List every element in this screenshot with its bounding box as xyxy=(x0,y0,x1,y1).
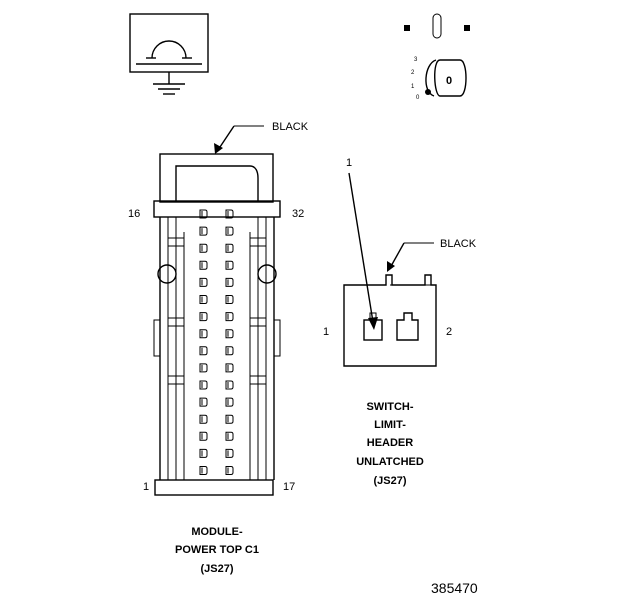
pin-cavity xyxy=(225,277,234,287)
pin-cavity xyxy=(225,431,234,441)
black-label-right: BLACK xyxy=(440,238,477,250)
pin-grid xyxy=(199,209,234,475)
pin-cavity xyxy=(225,209,234,219)
pin-cavity xyxy=(225,312,234,322)
ignition-pos-0: 0 xyxy=(416,95,420,101)
pin-cavity xyxy=(199,397,208,407)
module-caption-line3: (JS27) xyxy=(200,563,233,575)
pin-cavity xyxy=(199,260,208,270)
pin-1-label: 1 xyxy=(143,481,149,493)
pin-cavity xyxy=(199,226,208,236)
ignition-switch-icon: 3 2 1 0 0 xyxy=(404,13,470,101)
ignition-key-letter: 0 xyxy=(446,75,452,87)
pin-cavity xyxy=(199,312,208,322)
pin-cavity xyxy=(225,243,234,253)
module-caption-line1: MODULE- xyxy=(191,526,243,538)
switch-caption-line5: (JS27) xyxy=(373,475,406,487)
switch-pin-2-label: 2 xyxy=(446,326,452,338)
pin-cavity xyxy=(199,414,208,424)
pin-cavity xyxy=(199,363,208,373)
switch-caption-line3: HEADER xyxy=(367,437,414,449)
pin-cavity xyxy=(199,329,208,339)
pin-cavity xyxy=(225,295,234,304)
pin-17-label: 17 xyxy=(283,481,295,493)
switch-connector xyxy=(343,274,437,367)
pin-cavity xyxy=(225,414,234,424)
switch-pin-1-label: 1 xyxy=(323,326,329,338)
ignition-pos-3: 3 xyxy=(414,57,418,63)
switch-caption-line2: LIMIT- xyxy=(374,419,406,431)
pin-cavity xyxy=(199,277,208,287)
pin-cavity xyxy=(199,295,208,304)
callout-1-label: 1 xyxy=(346,157,352,169)
figure-id: 385470 xyxy=(431,580,478,596)
pin-cavity xyxy=(225,397,234,407)
ignition-pos-1: 1 xyxy=(411,84,415,90)
module-connector xyxy=(153,153,281,496)
pin-cavity xyxy=(225,260,234,270)
pin-cavity xyxy=(199,346,208,356)
pin-cavity xyxy=(199,466,208,475)
pin-cavity xyxy=(199,209,208,219)
pin-cavity xyxy=(225,380,234,390)
pin-16-label: 16 xyxy=(128,208,140,220)
black-label-top: BLACK xyxy=(272,121,309,133)
pin-cavity xyxy=(199,448,208,458)
ground-icon xyxy=(129,13,209,95)
pin-32-label: 32 xyxy=(292,208,304,220)
ignition-pos-2: 2 xyxy=(411,70,415,76)
pin-cavity xyxy=(225,226,234,236)
pin-cavity xyxy=(225,448,234,458)
pin-cavity xyxy=(199,431,208,441)
switch-caption-line4: UNLATCHED xyxy=(356,456,424,468)
pin-cavity xyxy=(225,466,234,475)
pin-cavity xyxy=(199,380,208,390)
pin-cavity xyxy=(199,243,208,253)
switch-caption-line1: SWITCH- xyxy=(366,401,413,413)
pin-cavity xyxy=(225,329,234,339)
pin-cavity xyxy=(225,363,234,373)
pin-cavity xyxy=(225,346,234,356)
module-caption-line2: POWER TOP C1 xyxy=(175,544,259,556)
